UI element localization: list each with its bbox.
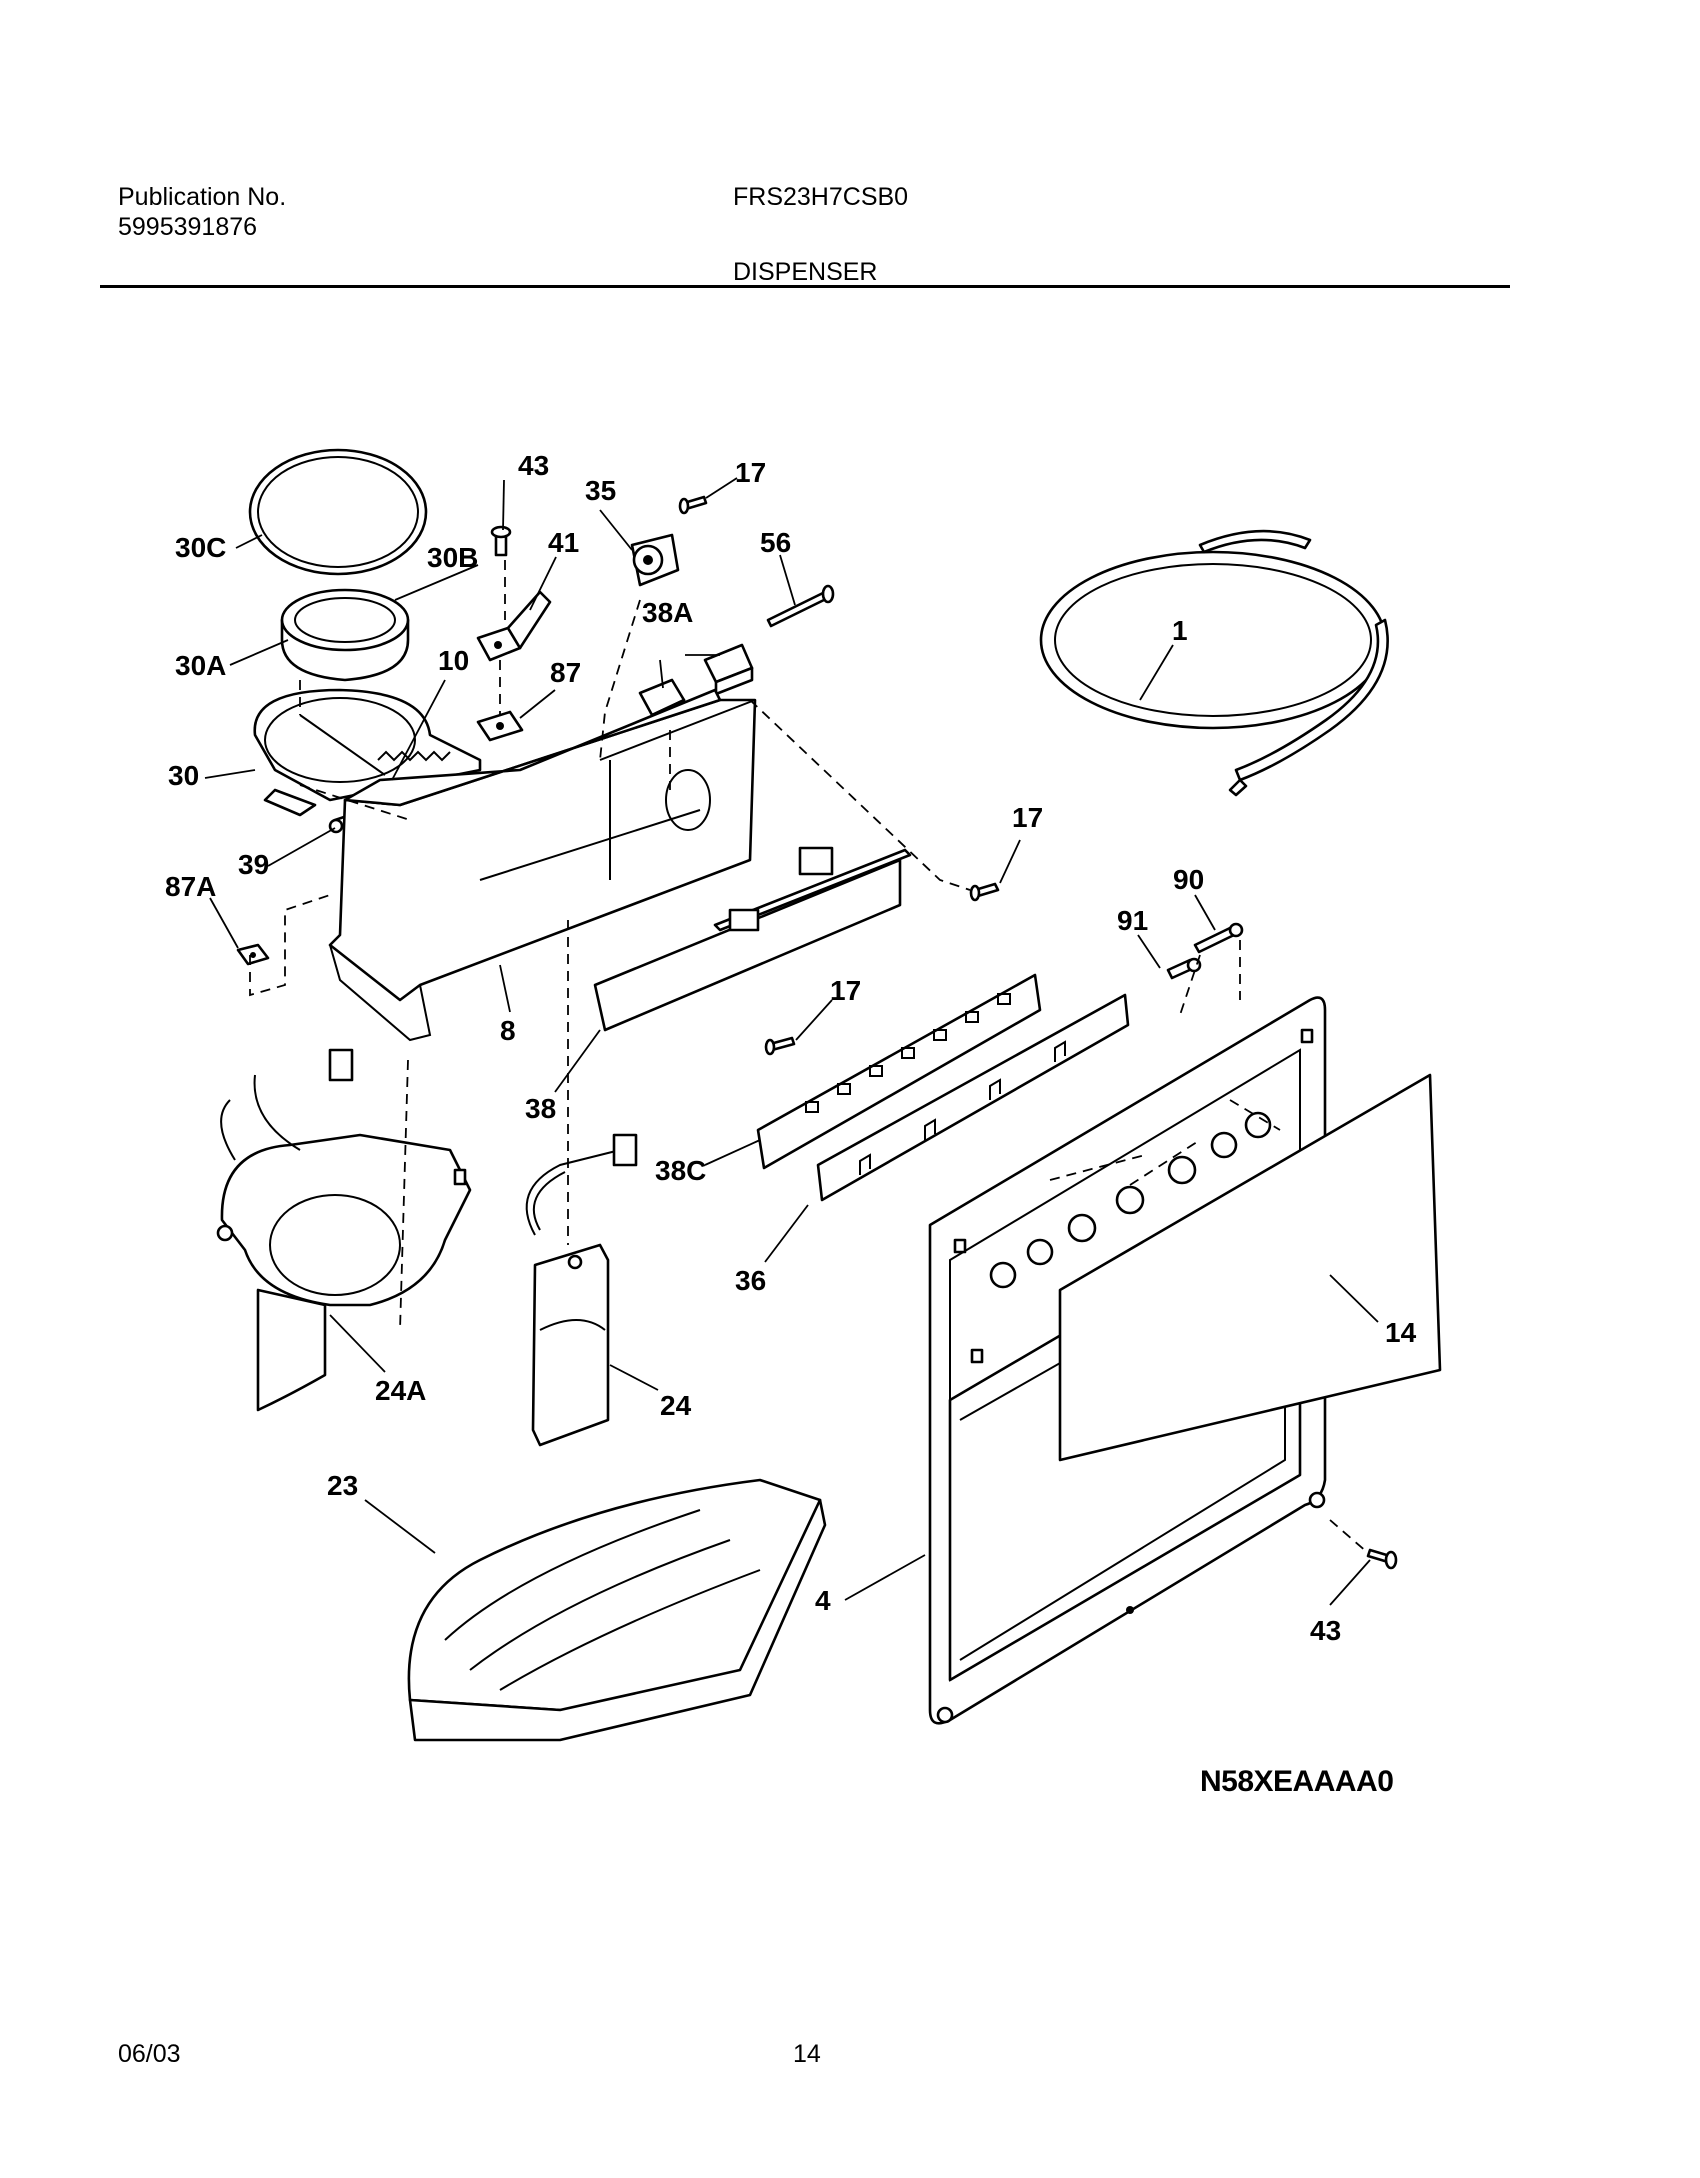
header-rule <box>100 285 1510 288</box>
label-90: 90 <box>1173 864 1204 895</box>
part-17-screw-top <box>678 495 708 515</box>
label-17-top: 17 <box>735 457 766 488</box>
part-38c-interface-board <box>756 973 1042 1170</box>
footer-page-number: 14 <box>793 2040 821 2068</box>
part-1-water-tube <box>1039 529 1389 797</box>
part-87a-clip <box>236 943 270 966</box>
label-14: 14 <box>1385 1317 1417 1348</box>
label-43-top: 43 <box>518 450 549 481</box>
part-14-overlay <box>1058 1073 1442 1462</box>
label-30c: 30C <box>175 532 226 563</box>
part-56-screw <box>766 584 835 628</box>
publication-label: Publication No. <box>118 183 287 211</box>
model-number: FRS23H7CSB0 <box>733 183 909 211</box>
label-41: 41 <box>548 527 579 558</box>
footer-date: 06/03 <box>118 2040 181 2068</box>
section-title: DISPENSER <box>733 258 878 286</box>
label-30b: 30B <box>427 542 478 573</box>
part-23-drip-tray <box>407 1478 827 1742</box>
part-38-control-board <box>593 846 912 1032</box>
label-4: 4 <box>815 1585 831 1616</box>
label-91: 91 <box>1117 905 1148 936</box>
label-17-mid: 17 <box>1012 802 1043 833</box>
label-38a: 38A <box>642 597 693 628</box>
publication-number: 5995391876 <box>118 213 258 241</box>
label-35: 35 <box>585 475 616 506</box>
part-41-bracket <box>476 590 552 662</box>
part-17-screw-board <box>764 1036 796 1056</box>
label-39: 39 <box>238 849 269 880</box>
label-1: 1 <box>1172 615 1188 646</box>
part-35-motor <box>630 533 680 587</box>
part-87-plate <box>476 710 524 742</box>
part-43-screw-bottom <box>1366 1548 1398 1570</box>
label-38c: 38C <box>655 1155 706 1186</box>
label-10: 10 <box>438 645 469 676</box>
label-23: 23 <box>327 1470 358 1501</box>
diagram-code: N58XEAAAA0 <box>1200 1765 1394 1798</box>
label-17-board: 17 <box>830 975 861 1006</box>
part-36-actuator <box>816 993 1130 1202</box>
label-56: 56 <box>760 527 791 558</box>
part-8-housing <box>328 688 757 1042</box>
label-24: 24 <box>660 1390 692 1421</box>
label-87: 87 <box>550 657 581 688</box>
label-36: 36 <box>735 1265 766 1296</box>
alignment-lines <box>249 560 1369 1554</box>
part-30c-gasket <box>248 448 428 576</box>
label-8: 8 <box>500 1015 516 1046</box>
part-24-water-chute <box>525 1133 638 1447</box>
part-24a-ice-chute <box>216 1048 472 1412</box>
leader-lines <box>204 477 1379 1606</box>
part-30a-30b-cup <box>280 588 410 682</box>
label-43-bottom: 43 <box>1310 1615 1341 1646</box>
label-30: 30 <box>168 760 199 791</box>
part-labels: 30C 30B 30A 30 10 39 87A 43 41 87 35 17 … <box>165 450 1417 1646</box>
part-17-screw-mid <box>969 882 1000 902</box>
label-24a: 24A <box>375 1375 426 1406</box>
part-43-screw <box>490 525 512 557</box>
part-90-91-pins <box>1166 922 1244 980</box>
label-87a: 87A <box>165 871 216 902</box>
label-30a: 30A <box>175 650 226 681</box>
label-38: 38 <box>525 1093 556 1124</box>
